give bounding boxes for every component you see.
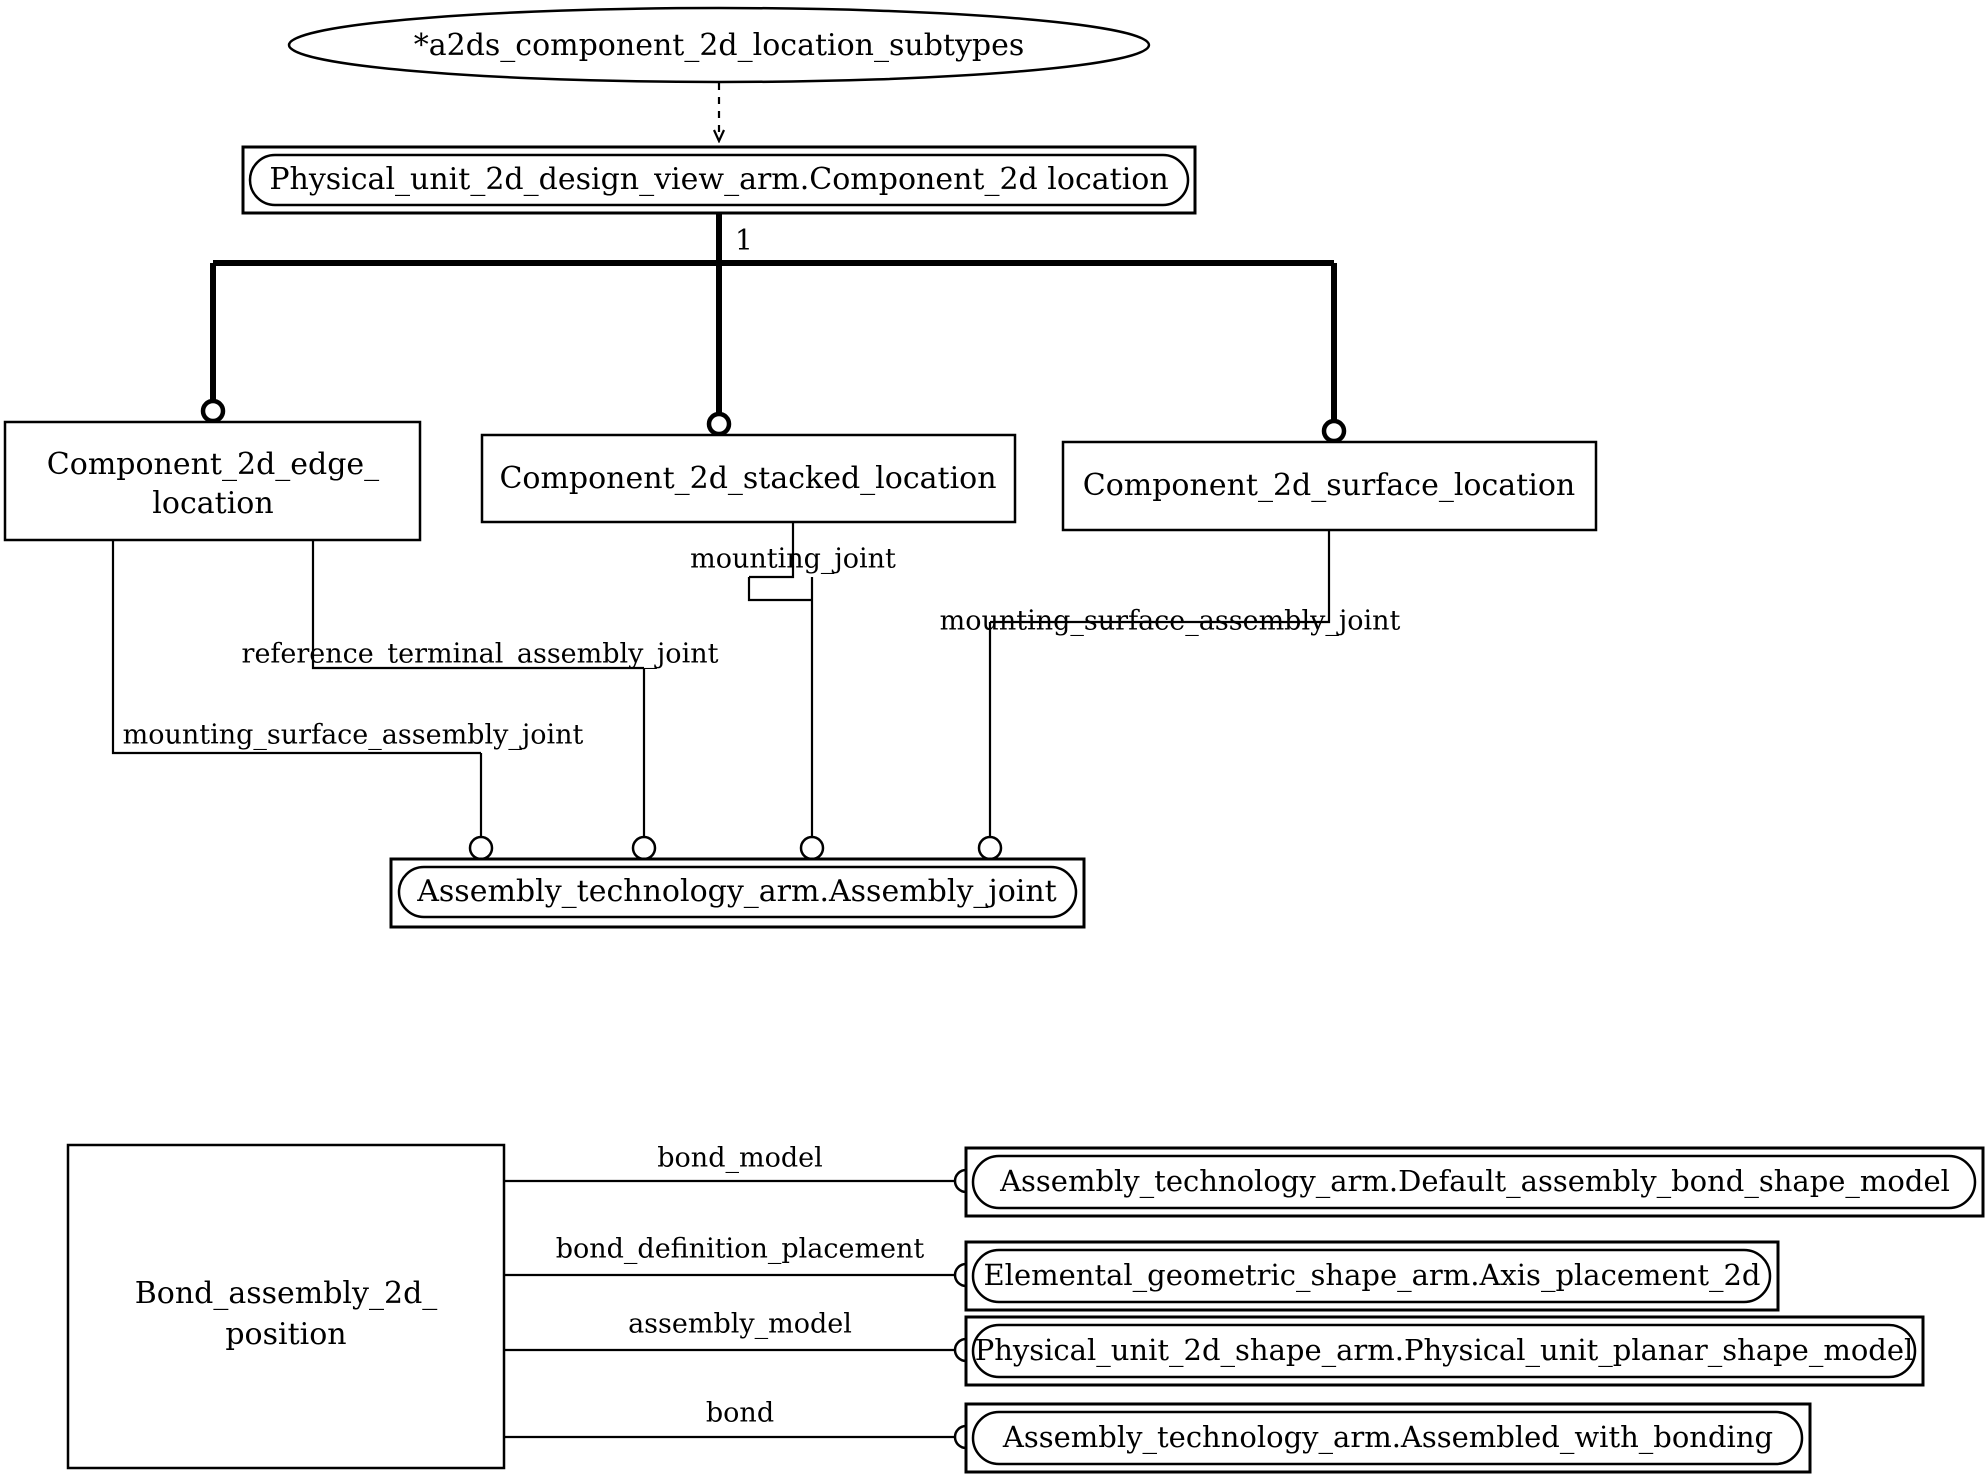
entity-component-2d-location[interactable]: Physical_unit_2d_design_view_arm.Compone… [241, 145, 1197, 215]
entity-assembled-with-bonding-label: Assembly_technology_arm.Assembled_with_b… [1002, 1420, 1773, 1455]
relation-bond-definition-placement [504, 1262, 979, 1288]
cardinality-label: 1 [735, 224, 753, 257]
entity-physical-unit-planar-shape-model[interactable]: Physical_unit_2d_shape_arm.Physical_unit… [964, 1315, 1925, 1387]
relation-bond [504, 1424, 979, 1450]
entity-component-2d-edge-location-label-1: Component_2d_edge_ [47, 447, 379, 482]
attribute-label-mounting-surface-assembly-joint-surface: mounting_surface_assembly_joint [940, 606, 1401, 637]
supertype-tree [210, 213, 1337, 424]
entity-default-assembly-bond-shape-model-label: Assembly_technology_arm.Default_assembly… [999, 1164, 1950, 1199]
entity-physical-unit-planar-shape-model-label: Physical_unit_2d_shape_arm.Physical_unit… [975, 1333, 1914, 1368]
entity-component-2d-location-label: Physical_unit_2d_design_view_arm.Compone… [269, 162, 1168, 197]
relation-label-bond: bond [706, 1398, 774, 1429]
attribute-route-mounting-surface-assembly-joint-surface [988, 530, 1331, 838]
attr-connector-circle-3 [799, 835, 825, 861]
attribute-route-reference-terminal-assembly-joint [311, 540, 646, 838]
entity-component-2d-surface-location-label: Component_2d_surface_location [1083, 468, 1575, 503]
entity-component-2d-stacked-location[interactable]: Component_2d_stacked_location [480, 433, 1017, 524]
subtype-connector-circle-edge [200, 398, 226, 424]
attribute-label-mounting-surface-assembly-joint-edge: mounting_surface_assembly_joint [123, 720, 584, 751]
attribute-route-mounting-surface-assembly-joint-edge [111, 540, 483, 838]
subtype-selector-label: *a2ds_component_2d_location_subtypes [414, 28, 1025, 63]
relation-label-bond-definition-placement: bond_definition_placement [556, 1234, 925, 1265]
entity-axis-placement-2d[interactable]: Elemental_geometric_shape_arm.Axis_place… [964, 1240, 1780, 1312]
entity-bond-assembly-2d-position-label-2: position [225, 1317, 346, 1352]
attribute-route-mounting-joint [747, 522, 814, 838]
entity-assembly-joint[interactable]: Assembly_technology_arm.Assembly_joint [389, 857, 1086, 929]
subtype-selector-ellipse: *a2ds_component_2d_location_subtypes [287, 6, 1151, 84]
subtype-connector-circle-stacked [706, 411, 732, 437]
entity-assembly-joint-label: Assembly_technology_arm.Assembly_joint [416, 874, 1056, 909]
entity-component-2d-edge-location[interactable]: Component_2d_edge_ location [3, 420, 422, 542]
entity-bond-assembly-2d-position-label-1: Bond_assembly_2d_ [135, 1276, 438, 1311]
entity-default-assembly-bond-shape-model[interactable]: Assembly_technology_arm.Default_assembly… [964, 1146, 1985, 1218]
entity-axis-placement-2d-label: Elemental_geometric_shape_arm.Axis_place… [984, 1258, 1761, 1293]
entity-assembled-with-bonding[interactable]: Assembly_technology_arm.Assembled_with_b… [964, 1402, 1812, 1474]
attr-connector-circle-4 [977, 835, 1003, 861]
attr-connector-circle-1 [468, 835, 494, 861]
entity-component-2d-stacked-location-label: Component_2d_stacked_location [499, 461, 996, 496]
entity-bond-assembly-2d-position[interactable]: Bond_assembly_2d_ position [66, 1143, 506, 1470]
relation-label-bond-model: bond_model [657, 1143, 822, 1174]
attribute-label-mounting-joint: mounting_joint [690, 544, 896, 575]
attr-connector-circle-2 [631, 835, 657, 861]
subtype-connector-circle-surface [1321, 418, 1347, 444]
relation-label-assembly-model: assembly_model [628, 1309, 852, 1340]
relation-assembly-model [504, 1337, 979, 1363]
attribute-label-reference-terminal-assembly-joint: reference_terminal_assembly_joint [242, 639, 719, 670]
entity-component-2d-edge-location-label-2: location [152, 486, 273, 521]
entity-component-2d-surface-location[interactable]: Component_2d_surface_location [1061, 440, 1598, 532]
